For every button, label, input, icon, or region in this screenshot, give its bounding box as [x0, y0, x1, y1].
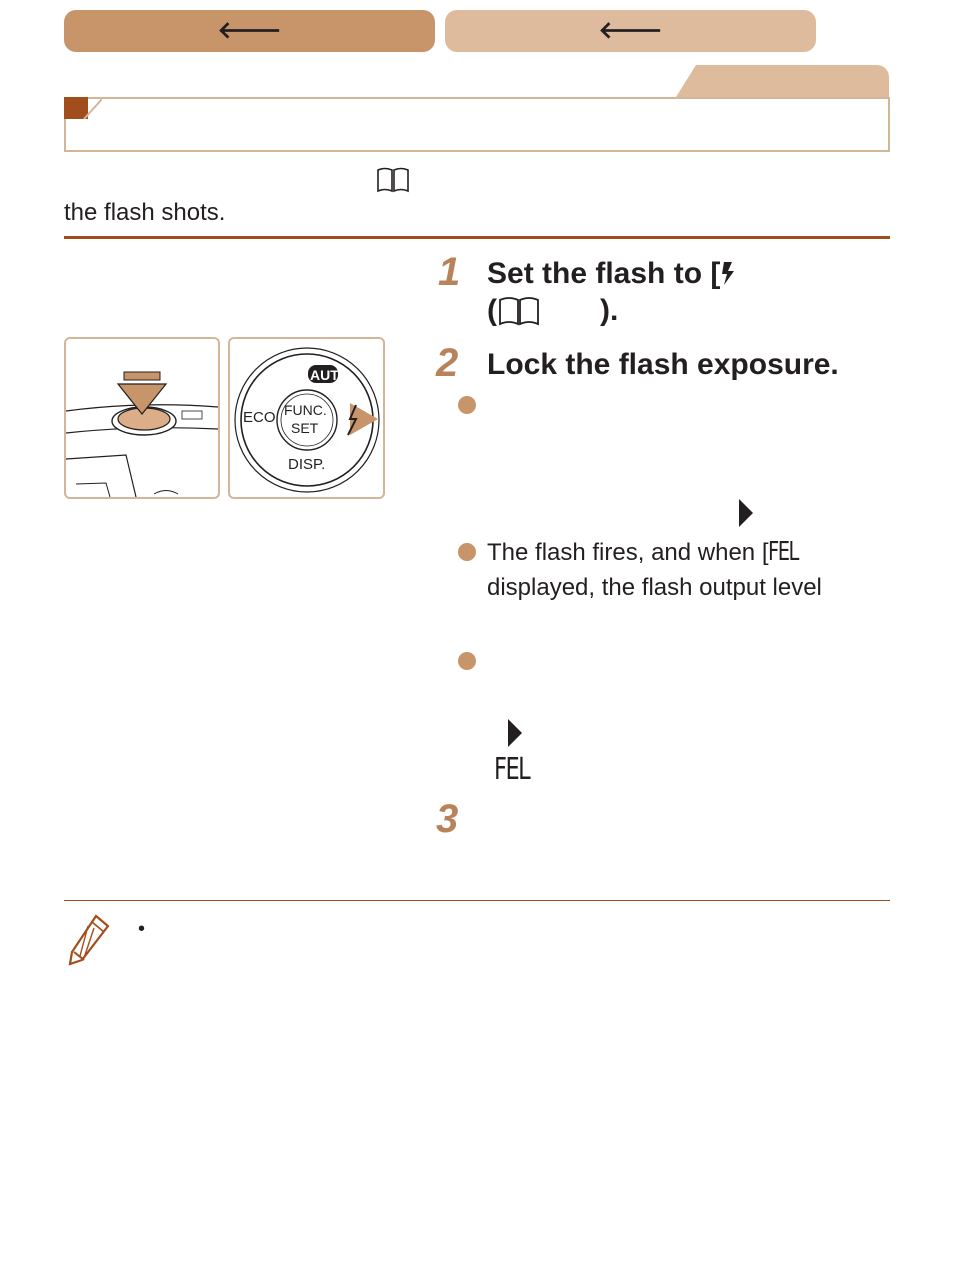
step-1-heading-line2: ( — [487, 294, 497, 328]
note-divider — [64, 900, 890, 901]
fel-icon: FEL — [768, 537, 799, 567]
dial-disp-label: DISP. — [288, 456, 326, 473]
dial-set-label: SET — [291, 420, 319, 436]
shutter-button-drawing — [66, 371, 218, 497]
flash-icon — [722, 262, 735, 285]
press-down-arrow-icon — [116, 371, 168, 415]
divider — [64, 236, 890, 239]
shutter-illustration — [64, 337, 220, 499]
section-title-box — [64, 97, 890, 152]
bullet-2 — [458, 543, 476, 561]
dial-eco-label: ECO — [243, 409, 276, 426]
step-number-3: 3 — [436, 797, 459, 841]
step-2-heading: Lock the flash exposure. — [487, 348, 839, 381]
section-marker-icon — [64, 97, 88, 119]
arrow-left-icon: 🡐 — [598, 17, 663, 44]
paren-close: ). — [600, 294, 619, 327]
fel-icon: FEL — [494, 752, 531, 787]
nav-back-button-2[interactable]: 🡐 — [445, 10, 816, 52]
dial-func-label: FUNC. — [284, 402, 327, 418]
book-icon[interactable] — [376, 167, 410, 193]
arrow-left-icon: 🡐 — [217, 17, 282, 44]
step-number-1: 1 — [438, 250, 461, 294]
bullet-2-line1: The flash fires, and when [FEL — [487, 535, 808, 570]
play-triangle-icon — [508, 719, 522, 747]
step-1-heading: Set the flash to [ — [487, 257, 736, 291]
paren-open: ( — [487, 294, 497, 327]
control-dial-illustration: AUTO ECO FUNC. SET DISP. — [228, 337, 385, 499]
bullet-3 — [458, 652, 476, 670]
play-triangle-icon — [739, 499, 753, 527]
bullet-1 — [458, 396, 476, 414]
section-corner-line — [83, 98, 102, 119]
pencil-icon — [68, 914, 110, 966]
intro-text: the flash shots. — [64, 199, 226, 226]
book-icon[interactable] — [498, 296, 540, 326]
step-number-2: 2 — [436, 341, 459, 385]
note-bullet: • — [138, 918, 146, 940]
bullet-2-line2: displayed, the flash output level — [487, 574, 822, 601]
section-tab — [676, 65, 889, 97]
control-dial-drawing — [234, 347, 380, 493]
nav-back-button-1[interactable]: 🡐 — [64, 10, 435, 52]
bullet-2-text: The flash fires, and when [ — [487, 539, 769, 566]
step-1-heading-text: Set the flash to [ — [487, 257, 721, 290]
dial-auto-label: AUTO — [310, 367, 350, 383]
